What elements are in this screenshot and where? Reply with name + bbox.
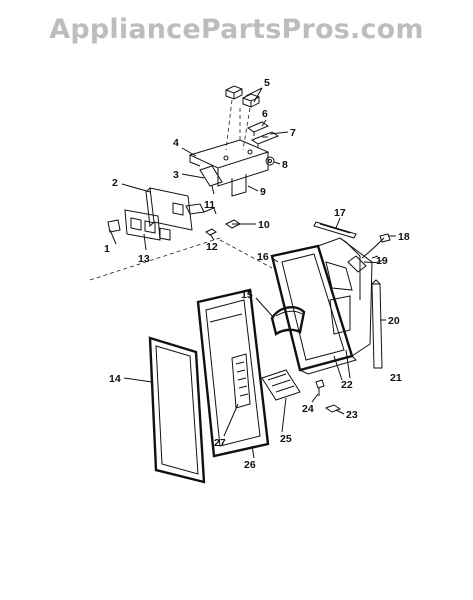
part-label-14: 14 (109, 373, 121, 385)
part-label-5: 5 (264, 77, 270, 89)
part-22-24-hardware (315, 379, 342, 413)
part-label-8: 8 (282, 159, 288, 171)
part-label-13: 13 (138, 253, 150, 265)
part-17-strip (313, 221, 357, 239)
part-20-21-rod (371, 279, 383, 369)
site-watermark: AppliancePartsPros.com (49, 14, 424, 45)
part-label-6: 6 (262, 108, 268, 120)
part-8-nut (265, 156, 275, 166)
part-label-15: 15 (241, 289, 253, 301)
part-label-11: 11 (204, 199, 215, 211)
part-2-control-panel (107, 187, 217, 241)
part-label-1: 1 (104, 243, 110, 255)
part-26-door-frame (196, 288, 270, 458)
part-label-16: 16 (257, 251, 269, 263)
part-label-2: 2 (112, 177, 118, 189)
part-16-housing (270, 237, 373, 375)
part-25-drip-tray (261, 369, 301, 401)
part-label-20: 20 (388, 315, 400, 327)
part-label-25: 25 (280, 433, 292, 445)
callout-leaders (109, 87, 396, 459)
part-9-bracket (188, 139, 270, 197)
part-label-21: 21 (390, 372, 402, 384)
part-5-caps (225, 85, 260, 151)
part-label-7: 7 (290, 127, 296, 139)
part-label-3: 3 (173, 169, 179, 181)
part-18-19-wire (361, 233, 391, 263)
part-6-7-clips (239, 108, 280, 148)
part-label-10: 10 (258, 219, 270, 231)
part-label-24: 24 (302, 403, 314, 415)
part-14-outer-panel (148, 336, 206, 484)
part-15-chute (270, 306, 306, 336)
part-27-grille (231, 353, 251, 409)
part-label-4: 4 (173, 137, 179, 149)
part-label-12: 12 (206, 241, 218, 253)
part-label-26: 26 (244, 459, 256, 471)
part-label-22: 22 (341, 379, 353, 391)
part-label-18: 18 (398, 231, 410, 243)
part-label-27: 27 (214, 437, 226, 449)
part-label-9: 9 (260, 186, 266, 198)
part-label-17: 17 (334, 207, 346, 219)
part-label-23: 23 (346, 409, 358, 421)
part-label-19: 19 (376, 255, 388, 267)
part-10-12-fasteners (205, 219, 242, 236)
